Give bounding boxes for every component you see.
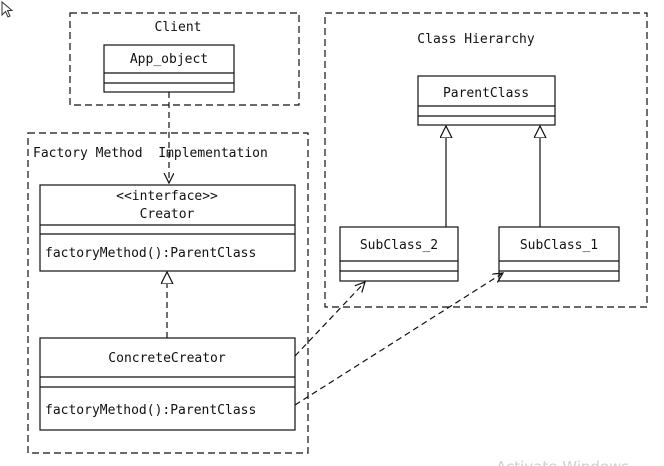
factory-group-label: Factory Method Implementation	[33, 146, 268, 161]
creator-interface[interactable]: <<interface>> Creator factoryMethod():Pa…	[39, 184, 296, 272]
creator-name: Creator	[140, 207, 195, 222]
creator-stereotype: <<interface>>	[116, 189, 218, 204]
concrete-creator-method: factoryMethod():ParentClass	[45, 403, 256, 418]
client-group: Client	[69, 12, 300, 106]
mouse-cursor-icon	[1, 0, 14, 18]
concrete-creator-name: ConcreteCreator	[108, 351, 226, 366]
parent-class[interactable]: ParentClass	[417, 75, 556, 126]
concrete-to-subclass-2-dependency-arrow	[294, 282, 365, 357]
creator-method: factoryMethod():ParentClass	[45, 246, 256, 261]
parent-class-name: ParentClass	[443, 86, 529, 101]
app-object-class[interactable]: App_object	[103, 44, 235, 93]
client-group-label: Client	[155, 20, 202, 35]
subclass-2[interactable]: SubClass_2	[339, 226, 459, 282]
subclass-2-name: SubClass_2	[360, 238, 438, 253]
activate-windows-watermark: Activate Windows	[496, 458, 629, 466]
concrete-to-subclass-1-dependency-arrow	[294, 273, 503, 406]
hierarchy-group-label: Class Hierarchy	[417, 32, 535, 47]
subclass-1[interactable]: SubClass_1	[498, 226, 620, 282]
subclass-1-name: SubClass_1	[520, 238, 598, 253]
app-object-name: App_object	[130, 52, 208, 67]
concrete-creator-class[interactable]: ConcreteCreator factoryMethod():ParentCl…	[39, 337, 296, 431]
class-hierarchy-group: Class Hierarchy	[324, 12, 648, 308]
factory-method-group: Factory Method Implementation	[27, 132, 309, 454]
